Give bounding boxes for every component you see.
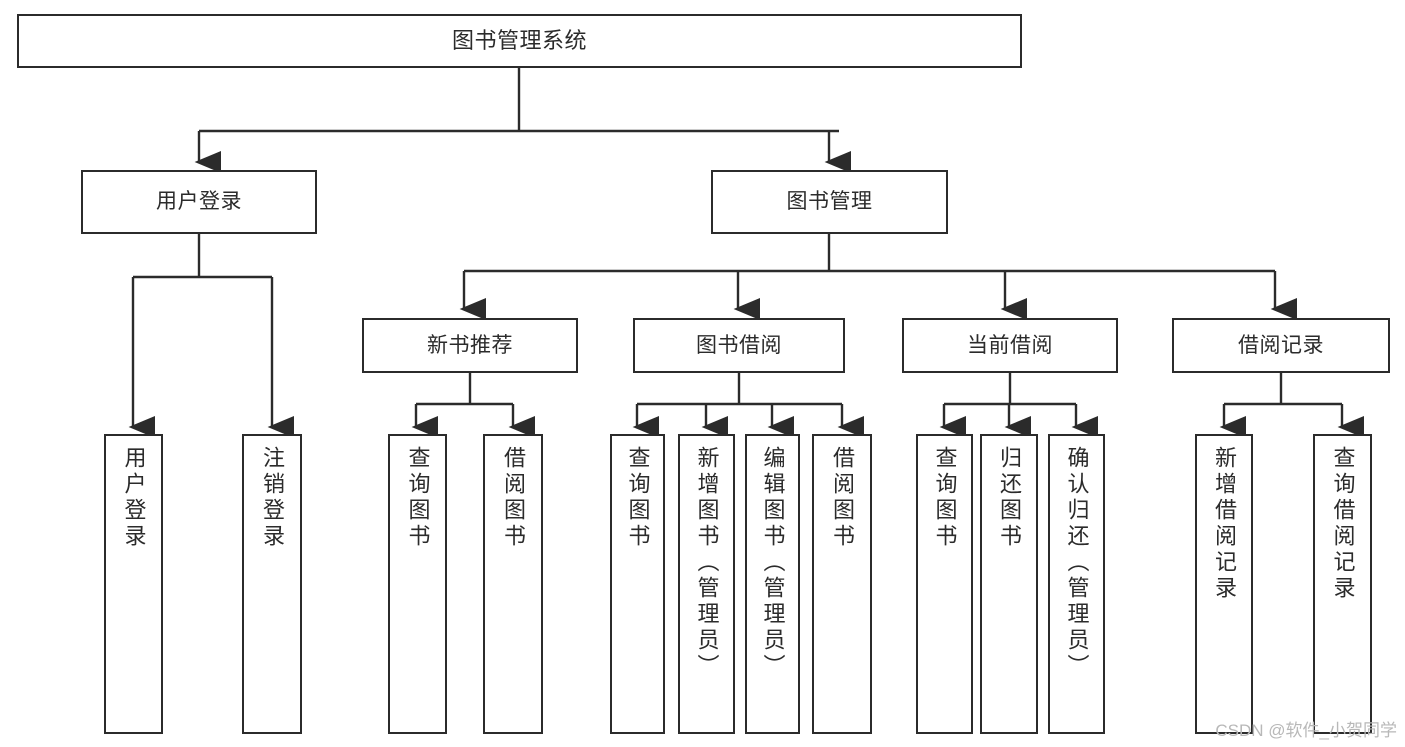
node-borrow-record[interactable]: 借阅记录 bbox=[1172, 318, 1390, 373]
node-label: 用户登录 bbox=[156, 190, 242, 214]
node-leaf-query-book-borrow[interactable]: 查询图书 bbox=[610, 434, 665, 734]
node-book-manage[interactable]: 图书管理 bbox=[711, 170, 948, 234]
node-label: 注销登录 bbox=[260, 446, 285, 550]
node-label: 图书管理系统 bbox=[451, 27, 587, 53]
node-leaf-query-borrow-record[interactable]: 查询借阅记录 bbox=[1313, 434, 1372, 734]
node-label: 编辑图书（管理员） bbox=[760, 446, 786, 680]
node-leaf-query-book-recommend[interactable]: 查询图书 bbox=[388, 434, 447, 734]
node-user-login[interactable]: 用户登录 bbox=[81, 170, 317, 234]
node-label: 图书借阅 bbox=[696, 333, 782, 357]
node-leaf-confirm-return[interactable]: 确认归还（管理员） bbox=[1048, 434, 1105, 734]
node-label: 查询图书 bbox=[405, 446, 431, 550]
node-book-borrow[interactable]: 图书借阅 bbox=[633, 318, 845, 373]
watermark-text: CSDN @软件_小贺同学 bbox=[1215, 721, 1397, 740]
node-current-borrow[interactable]: 当前借阅 bbox=[902, 318, 1118, 373]
node-leaf-edit-book[interactable]: 编辑图书（管理员） bbox=[745, 434, 800, 734]
node-root-book-management-system[interactable]: 图书管理系统 bbox=[17, 14, 1022, 68]
node-leaf-user-login[interactable]: 用户登录 bbox=[104, 434, 163, 734]
node-leaf-logout[interactable]: 注销登录 bbox=[242, 434, 302, 734]
node-label: 新增借阅记录 bbox=[1212, 446, 1237, 602]
node-leaf-borrow-book-recommend[interactable]: 借阅图书 bbox=[483, 434, 543, 734]
node-label: 归还图书 bbox=[997, 446, 1022, 550]
node-label: 查询图书 bbox=[932, 446, 958, 550]
node-label: 借阅图书 bbox=[501, 446, 526, 550]
node-label: 图书管理 bbox=[786, 190, 873, 214]
node-label: 新书推荐 bbox=[427, 333, 513, 357]
node-label: 新增图书（管理员） bbox=[694, 446, 720, 680]
node-label: 确认归还（管理员） bbox=[1064, 446, 1090, 680]
node-label: 查询图书 bbox=[625, 446, 651, 550]
node-leaf-borrow-book[interactable]: 借阅图书 bbox=[812, 434, 872, 734]
node-leaf-query-book-current[interactable]: 查询图书 bbox=[916, 434, 973, 734]
node-label: 借阅记录 bbox=[1238, 333, 1324, 357]
node-label: 借阅图书 bbox=[830, 446, 855, 550]
node-label: 用户登录 bbox=[121, 446, 147, 550]
node-label: 当前借阅 bbox=[967, 333, 1053, 357]
node-leaf-add-book[interactable]: 新增图书（管理员） bbox=[678, 434, 735, 734]
node-leaf-return-book[interactable]: 归还图书 bbox=[980, 434, 1038, 734]
node-label: 查询借阅记录 bbox=[1330, 446, 1356, 602]
node-leaf-add-borrow-record[interactable]: 新增借阅记录 bbox=[1195, 434, 1253, 734]
node-new-book-recommend[interactable]: 新书推荐 bbox=[362, 318, 578, 373]
